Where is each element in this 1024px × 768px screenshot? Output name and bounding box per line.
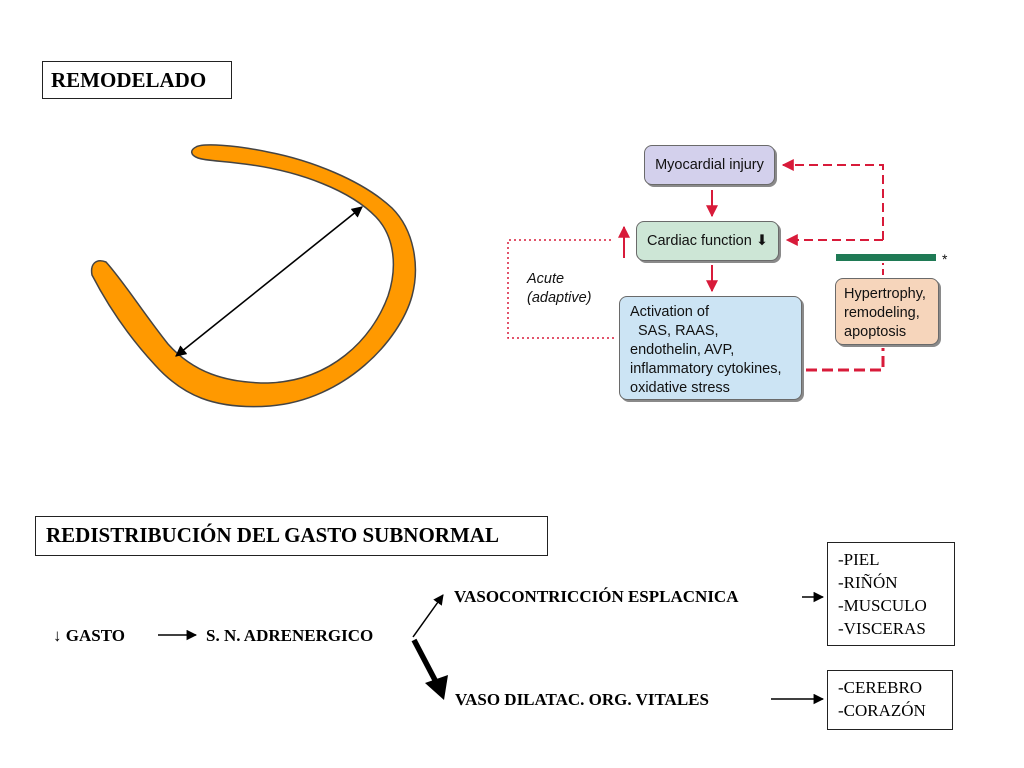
list-item: -CEREBRO: [838, 678, 923, 697]
list-item: -PIEL: [838, 550, 880, 569]
hypertrophy-line: apoptosis: [844, 324, 907, 340]
arrow-to-vasocontriccion: [412, 594, 444, 638]
sn-adrenergico-label: S. N. ADRENERGICO: [206, 626, 374, 645]
activation-box: Activation of SAS, RAAS, endothelin, AVP…: [619, 296, 802, 400]
asterisk-note: *: [942, 251, 948, 267]
acute-adaptive-label: Acute (adaptive): [527, 270, 591, 308]
acute-line: Acute: [527, 271, 565, 287]
cardiac-function-box: Cardiac function ⬇: [636, 221, 779, 261]
vasodilatac-label: VASO DILATAC. ORG. VITALES: [455, 690, 709, 709]
myocardial-injury-box: Myocardial injury: [644, 145, 775, 185]
acute-dotted-loop: [507, 239, 614, 339]
arrow-to-vasodilatac-bold: [411, 638, 439, 684]
vasocontriccion-label: VASOCONTRICCIÓN ESPLACNICA: [454, 587, 739, 606]
feedback-to-injury: [781, 159, 884, 240]
ventricle-shape: [90, 144, 417, 408]
list-item: -CORAZÓN: [838, 701, 926, 720]
feedback-from-activation: [806, 348, 885, 372]
activation-line: Activation of: [630, 304, 709, 320]
arrow-head-vasodilatac: [425, 675, 448, 700]
list-item: -RIÑÓN: [838, 573, 898, 592]
list-item: -MUSCULO: [838, 596, 927, 615]
diameter-arrow: [175, 206, 363, 357]
title-redistribucion: REDISTRIBUCIÓN DEL GASTO SUBNORMAL: [35, 516, 548, 556]
inhibition-bar: [836, 254, 936, 261]
hypertrophy-box: Hypertrophy, remodeling, apoptosis: [835, 278, 939, 345]
list-item: -VISCERAS: [838, 619, 926, 638]
hypertrophy-line: Hypertrophy,: [844, 286, 926, 302]
activation-line: endothelin, AVP,: [630, 342, 735, 358]
hypertrophy-line: remodeling,: [844, 305, 920, 321]
gasto-label: ↓ GASTO: [53, 626, 125, 645]
organ-list-vital: -CEREBRO -CORAZÓN: [827, 670, 953, 730]
acute-line: (adaptive): [527, 290, 592, 306]
title-remodelado: REMODELADO: [42, 61, 232, 99]
activation-line: SAS, RAAS,: [638, 323, 719, 339]
organ-list-vasoconstriction: -PIEL -RIÑÓN -MUSCULO -VISCERAS: [827, 542, 955, 646]
activation-line: inflammatory cytokines,: [630, 361, 782, 377]
activation-line: oxidative stress: [630, 380, 730, 396]
